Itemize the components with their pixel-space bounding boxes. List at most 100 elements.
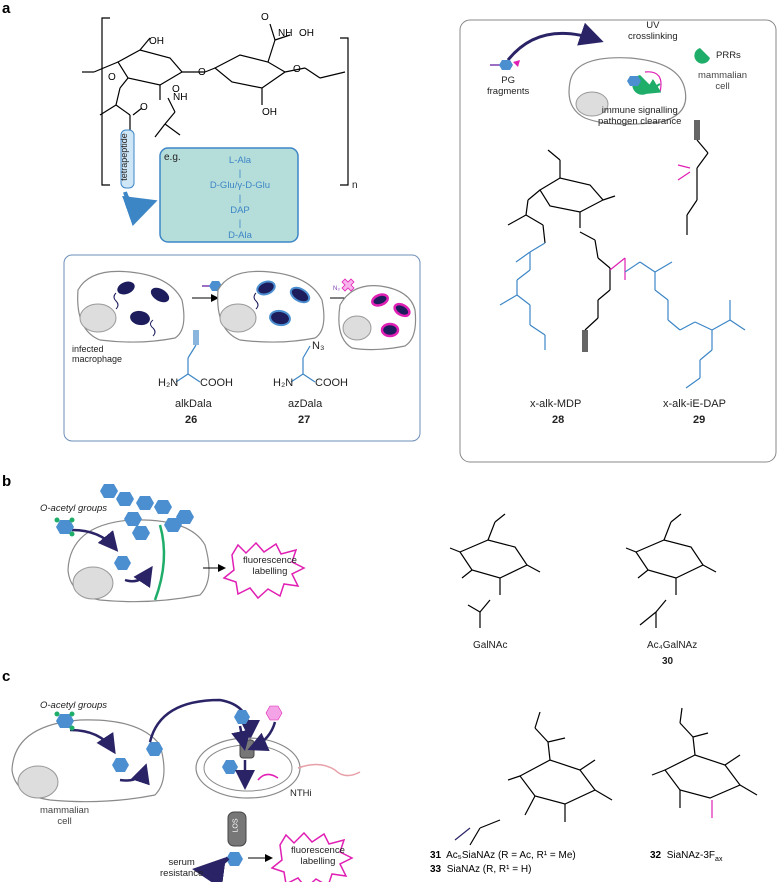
peptide-box [159, 147, 299, 243]
alkdala-amine: H₂N [158, 377, 179, 389]
svg-text:O: O [140, 102, 148, 113]
compound-33-text: SiaNAz (R, R¹ = H) [446, 864, 532, 875]
mdp-peptide [499, 242, 546, 350]
azdala-name: azDala [288, 398, 323, 410]
azDala-structure [290, 345, 316, 383]
svg-text:O: O [108, 72, 116, 83]
uv-crosslinking-label: UV crosslinking [628, 20, 678, 42]
peptide-arrow [122, 191, 158, 227]
panel-c-cell [11, 698, 260, 803]
panel-letter-b: b [2, 473, 12, 490]
peptide-sep-2: | [238, 192, 242, 204]
eg-label: e.g. [164, 152, 181, 163]
compound-32-number: 32 [650, 850, 662, 861]
acetyl-galnaz-icon [54, 517, 75, 537]
dap-number: 29 [693, 414, 706, 426]
fluorescence-label-c: fluorescence labelling [291, 845, 345, 867]
tetrapeptide-pill [120, 129, 135, 189]
mdp-number: 28 [552, 414, 565, 426]
galnac-label: GalNAc [473, 640, 508, 651]
mammalian-cell-label-c: mammalian cell [40, 805, 90, 827]
compound-32-caption: 32 SiaNAz-3Fax [650, 850, 722, 863]
peptide-residue-1: L-Ala [228, 155, 252, 166]
azdala-azide: N₃ [312, 340, 325, 352]
peptide-residue-2: D-Glu/γ-D-Glu [209, 180, 271, 191]
ac4galnaz-label: Ac₄GalNAz [647, 640, 698, 651]
fluorescence-label-b: fluorescence labelling [243, 555, 297, 577]
nod-probe-box [459, 19, 777, 463]
peptide-sequence: L-Ala | D-Glu/γ-D-Glu | DAP | D-Ala [185, 155, 295, 243]
mdp-diazirine [609, 257, 626, 280]
azide-dye-icon: N₃ [333, 278, 355, 292]
sianaz-3f-structure [651, 707, 758, 808]
compound-32-subscript: ax [715, 856, 723, 863]
los-label: LOS [232, 818, 240, 833]
peptide-residue-4: D-Ala [228, 230, 252, 241]
tetrapeptide-label: tetrapeptide [118, 133, 129, 181]
compound-32-text: SiaNAz-3F [666, 850, 716, 861]
panel-letter-c: c [2, 668, 11, 685]
alkdala-name: alkDala [175, 398, 212, 410]
dap-alkyne [686, 120, 709, 235]
acetyl-sianaz-icon [54, 711, 75, 731]
azdala-number: 27 [298, 414, 311, 426]
nthi-bacterium [195, 737, 361, 799]
infected-macrophage-label: infected macrophage [72, 344, 123, 364]
svg-text:O: O [198, 67, 206, 78]
azdala-acid: COOH [315, 377, 348, 389]
compound-31-number: 31 [430, 850, 442, 861]
alkDala-structure [175, 330, 201, 383]
serum-resistance-label: serum resistance [160, 857, 204, 879]
svg-text:NH: NH [173, 92, 187, 103]
dap-name: x-alk-iE-DAP [663, 398, 726, 410]
compound-31-caption: 31 Ac₅SiaNAz (R = Ac, R¹ = Me) [430, 850, 576, 861]
mdp-name: x-alk-MDP [530, 398, 582, 410]
svg-text:NH: NH [278, 28, 292, 39]
azdala-amine: H₂N [273, 377, 294, 389]
o-acetyl-label-b: O-acetyl groups [40, 503, 108, 514]
macrophage-box [63, 254, 421, 442]
los-pill [227, 811, 247, 847]
o-acetyl-label-c: O-acetyl groups [40, 700, 108, 711]
pg-fragments-label: PG fragments [487, 75, 530, 97]
pg-repeat-structure [82, 17, 349, 186]
svg-text:OH: OH [299, 28, 314, 39]
mdp-sugar [507, 149, 616, 290]
alkdala-acid: COOH [200, 377, 233, 389]
mdp-alkyne [582, 289, 611, 352]
repeat-n-label: n [352, 180, 358, 191]
alkdala-number: 26 [185, 414, 198, 426]
glycan-chains [100, 484, 194, 601]
peptide-residue-3: DAP [230, 205, 250, 216]
galnac-structure [449, 513, 541, 628]
fluorescence-starburst-b [222, 541, 306, 600]
mammalian-cell-label-a: mammalian cell [698, 70, 748, 92]
compound-33-number: 33 [430, 864, 442, 875]
pg-fragment-icon [490, 60, 520, 70]
nthi-label: NTHi [290, 788, 312, 799]
compound-31-text: Ac₅SiaNAz (R = Ac, R¹ = Me) [446, 850, 576, 861]
macrophage-cell-2 [217, 270, 325, 343]
compound-30-number: 30 [662, 656, 674, 667]
peptide-sep-3: | [238, 217, 242, 229]
fluorescence-starburst-c [270, 831, 354, 882]
prrs-label: PRRs [716, 50, 741, 61]
macrophage-cell-3 [338, 285, 417, 351]
prr-icon [694, 48, 710, 64]
macrophage-cell-1 [77, 270, 185, 343]
svg-text:OH: OH [262, 107, 277, 118]
svg-text:O: O [293, 64, 301, 75]
svg-text:O: O [172, 84, 180, 95]
compound-33-caption: 33 SiaNAz (R, R¹ = H) [430, 864, 531, 875]
svg-text:O: O [261, 12, 269, 23]
ac4galnaz-structure [625, 513, 717, 628]
mammalian-cell-top [568, 57, 687, 125]
svg-text:N₃: N₃ [333, 286, 340, 292]
sianaz-structure [469, 711, 613, 846]
immune-signalling-label: immune signalling pathogen clearance [598, 105, 682, 127]
svg-text:OH: OH [149, 36, 164, 47]
dap-diazirine [677, 164, 691, 181]
dap-peptide [624, 261, 746, 389]
peptide-sep-1: | [238, 167, 242, 179]
